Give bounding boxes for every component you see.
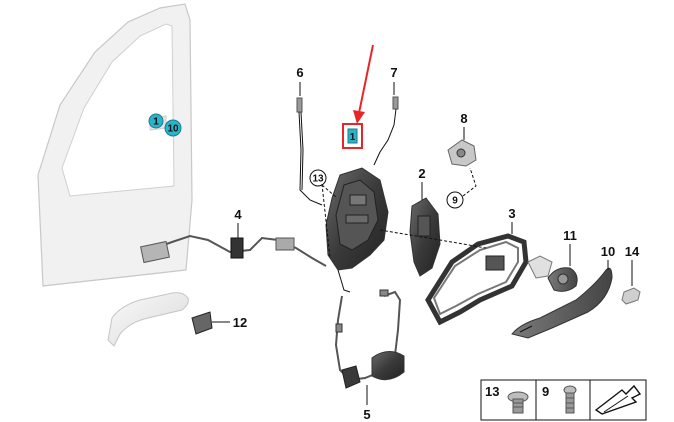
fastener-legend: 13 9 bbox=[480, 379, 647, 421]
cable-5 bbox=[334, 289, 405, 389]
svg-text:13: 13 bbox=[312, 174, 324, 185]
callout-2[interactable]: 2 bbox=[418, 166, 425, 181]
legend-label-9: 9 bbox=[542, 384, 549, 399]
callout-7[interactable]: 7 bbox=[390, 65, 397, 80]
callout-6[interactable]: 6 bbox=[296, 65, 303, 80]
callout-10[interactable]: 10 bbox=[601, 244, 615, 259]
callout-1[interactable]: 1 bbox=[347, 128, 358, 144]
svg-text:1: 1 bbox=[350, 132, 356, 143]
cable-4 bbox=[140, 234, 327, 267]
legend-label-13: 13 bbox=[485, 384, 499, 399]
screw-9-icon bbox=[563, 385, 577, 414]
callout-9[interactable]: 9 bbox=[446, 191, 464, 209]
cover-14 bbox=[621, 287, 641, 305]
svg-text:10: 10 bbox=[167, 124, 179, 135]
outer-handle-12 bbox=[107, 292, 213, 347]
door-panel bbox=[37, 3, 193, 287]
bracket-8 bbox=[447, 139, 477, 167]
callout-3[interactable]: 3 bbox=[508, 206, 515, 221]
callout-4[interactable]: 4 bbox=[234, 207, 242, 222]
handle-carrier-3 bbox=[425, 233, 529, 326]
callout-14[interactable]: 14 bbox=[625, 244, 640, 259]
cap-11 bbox=[547, 267, 578, 292]
svg-text:1: 1 bbox=[153, 117, 159, 128]
door-lock bbox=[325, 167, 389, 293]
callout-13[interactable]: 13 bbox=[309, 169, 327, 187]
highlight-box bbox=[342, 123, 363, 149]
svg-text:9: 9 bbox=[452, 196, 458, 207]
arrow-symbol-icon bbox=[594, 384, 642, 415]
cable-6 bbox=[296, 97, 323, 206]
highlight-arrow bbox=[353, 44, 374, 124]
door-marker-10[interactable]: 10 bbox=[164, 119, 182, 137]
callout-8[interactable]: 8 bbox=[460, 111, 467, 126]
screw-13-icon bbox=[507, 391, 529, 414]
callout-11[interactable]: 11 bbox=[563, 228, 577, 243]
door-marker-1[interactable]: 1 bbox=[148, 113, 164, 129]
callout-5[interactable]: 5 bbox=[363, 407, 370, 422]
cable-7 bbox=[373, 96, 399, 166]
door-handle-10 bbox=[511, 267, 613, 339]
connector-piece bbox=[527, 255, 553, 279]
callout-12[interactable]: 12 bbox=[233, 315, 247, 330]
